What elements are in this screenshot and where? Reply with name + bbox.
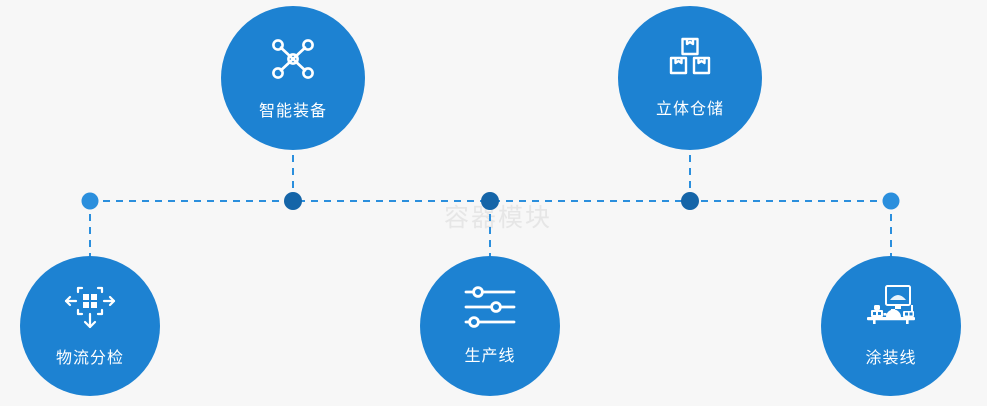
circle-label-production-line: 生产线 <box>464 348 516 365</box>
circle-label-logistics-sorting: 物流分检 <box>55 350 124 367</box>
network-nodes-icon <box>269 35 317 83</box>
node-logistics-sorting[interactable] <box>81 192 99 210</box>
sorting-arrows-icon <box>64 284 116 330</box>
node-smart-equipment[interactable] <box>284 192 302 210</box>
node-painting-line[interactable] <box>882 192 900 210</box>
circle-painting-line[interactable]: 涂装线 <box>821 256 961 396</box>
circle-label-painting-line: 涂装线 <box>865 350 917 367</box>
sliders-icon <box>464 286 516 328</box>
circle-label-stereo-warehouse: 立体仓储 <box>655 101 724 118</box>
node-stereo-warehouse[interactable] <box>681 192 699 210</box>
circle-label-smart-equipment: 智能装备 <box>258 103 327 120</box>
circle-smart-equipment[interactable]: 智能装备 <box>221 6 365 150</box>
paint-machine-icon <box>861 284 921 330</box>
node-production-line[interactable] <box>481 192 499 210</box>
circle-stereo-warehouse[interactable]: 立体仓储 <box>618 6 762 150</box>
stacked-boxes-icon <box>666 37 714 81</box>
watermark-label: 容器模块 <box>443 204 552 232</box>
circle-production-line[interactable]: 生产线 <box>420 256 560 396</box>
circle-logistics-sorting[interactable]: 物流分检 <box>20 256 160 396</box>
